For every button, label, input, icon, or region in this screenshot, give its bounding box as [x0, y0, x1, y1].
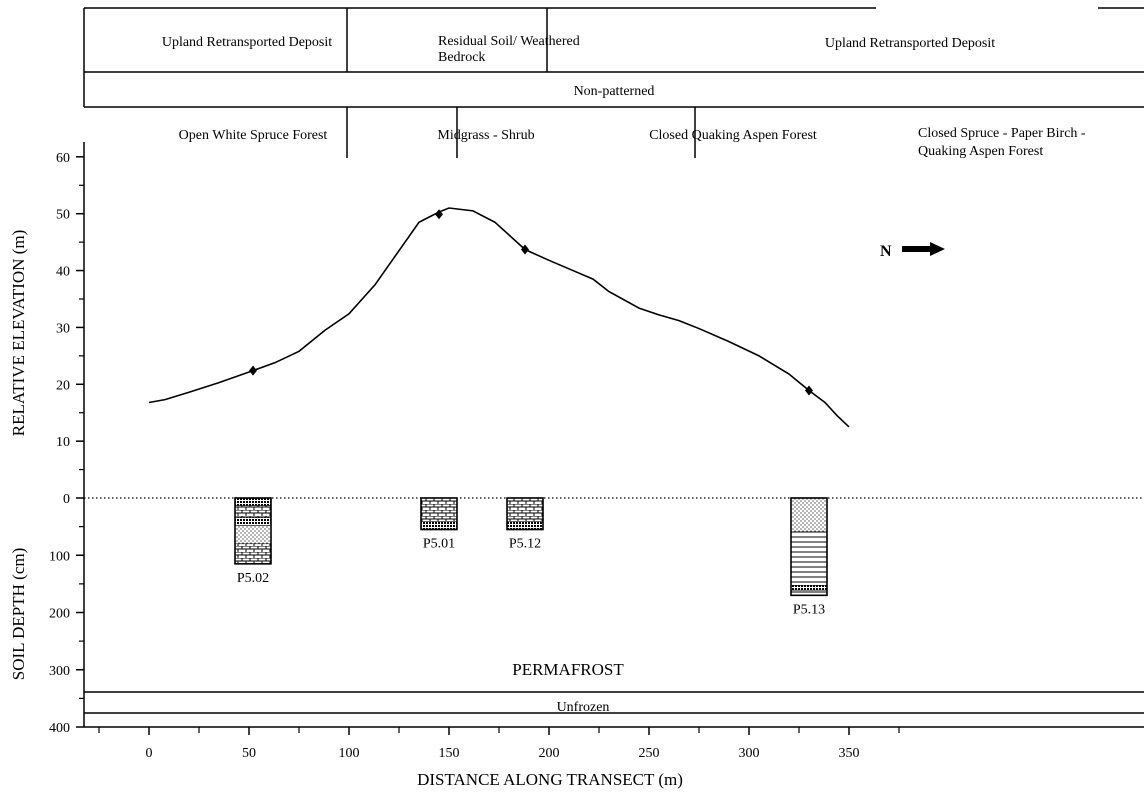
soil-pit-p5-02: P5.02 — [234, 497, 272, 586]
x-tick-label: 100 — [339, 746, 360, 761]
soil-pit-outline — [234, 497, 272, 565]
soil-pit-p5-01: P5.01 — [420, 497, 458, 551]
soil-layer — [235, 525, 271, 545]
landform-label-upland-2: Upland Retransported Deposit — [825, 36, 995, 51]
y-axis-label-elevation: RELATIVE ELEVATION (m) — [9, 230, 28, 436]
vegetation-label-closed-quaking-aspen: Closed Quaking Aspen Forest — [649, 128, 817, 143]
x-tick-label: 150 — [439, 746, 460, 761]
x-axis-label: DISTANCE ALONG TRANSECT (m) — [417, 770, 683, 789]
soil-layer — [507, 498, 543, 522]
axes — [83, 142, 1144, 728]
y-tick-label: 0 — [63, 492, 70, 507]
y-axis-label-depth: SOIL DEPTH (cm) — [9, 548, 28, 681]
soil-pit-label: P5.01 — [423, 536, 455, 551]
permafrost-label: PERMAFROST — [512, 660, 624, 679]
y-tick-label: 200 — [49, 607, 70, 622]
y-tick-label: 50 — [56, 208, 70, 223]
elevation-line — [148, 207, 850, 428]
soil-pit-p5-12: P5.12 — [506, 497, 544, 551]
sample-marker — [435, 209, 443, 220]
sample-marker — [521, 244, 529, 255]
landform-label-upland-1: Upland Retransported Deposit — [162, 35, 332, 50]
x-tick-label: 250 — [639, 746, 660, 761]
soil-pit-label: P5.02 — [237, 571, 269, 586]
soil-layer — [235, 544, 271, 564]
y-tick-label: 400 — [49, 721, 70, 736]
y-tick-label: 20 — [56, 378, 70, 393]
y-ticks: 0 10 20 30 40 50 60 100 200 300 400 — [49, 151, 84, 736]
x-tick-label: 0 — [146, 746, 153, 761]
x-tick-label: 300 — [739, 746, 760, 761]
soil-pit-outline — [506, 497, 544, 531]
vegetation-label-closed-spruce-line2: Quaking Aspen Forest — [918, 144, 1043, 159]
x-ticks: 0 50 100 150 200 250 300 350 — [98, 727, 900, 761]
sample-marker — [805, 385, 813, 396]
soil-pit-p5-13: P5.13 — [790, 497, 828, 617]
x-tick-label: 350 — [839, 746, 860, 761]
x-tick-label: 50 — [242, 746, 256, 761]
arrow-icon — [902, 242, 945, 256]
pattern-label: Non-patterned — [574, 84, 655, 99]
sample-marker — [249, 365, 257, 376]
north-label: N — [880, 243, 892, 260]
soil-layer — [791, 590, 827, 596]
landform-label-residual-soil-line2: Bedrock — [438, 50, 485, 65]
soil-layer — [421, 498, 457, 522]
soil-layer — [791, 498, 827, 533]
soil-pit-outline — [420, 497, 458, 531]
soil-layer — [421, 521, 457, 530]
soil-layer — [235, 505, 271, 518]
header-bands — [83, 7, 1144, 158]
soil-pit-label: P5.12 — [509, 536, 541, 551]
soil-layer — [791, 532, 827, 586]
landform-label-residual-soil: Residual Soil/ Weathered — [438, 34, 580, 49]
elevation-profile — [148, 207, 850, 428]
vegetation-label-open-white-spruce: Open White Spruce Forest — [179, 128, 328, 143]
soil-layer — [235, 517, 271, 526]
y-tick-label: 10 — [56, 435, 70, 450]
unfrozen-label: Unfrozen — [557, 700, 610, 715]
soil-layer — [235, 498, 271, 506]
y-tick-label: 40 — [56, 265, 70, 280]
soil-layer — [507, 521, 543, 530]
y-tick-label: 300 — [49, 664, 70, 679]
y-tick-label: 30 — [56, 321, 70, 336]
soil-layer — [791, 585, 827, 591]
soil-pit-outline — [790, 497, 828, 597]
vegetation-label-midgrass-shrub: Midgrass - Shrub — [437, 128, 534, 143]
x-tick-label: 200 — [539, 746, 560, 761]
vegetation-label-closed-spruce-line1: Closed Spruce - Paper Birch - — [918, 126, 1086, 141]
y-tick-label: 60 — [56, 151, 70, 166]
north-arrow: N — [880, 242, 945, 260]
soil-pit-label: P5.13 — [793, 602, 825, 617]
y-tick-label: 100 — [49, 549, 70, 564]
